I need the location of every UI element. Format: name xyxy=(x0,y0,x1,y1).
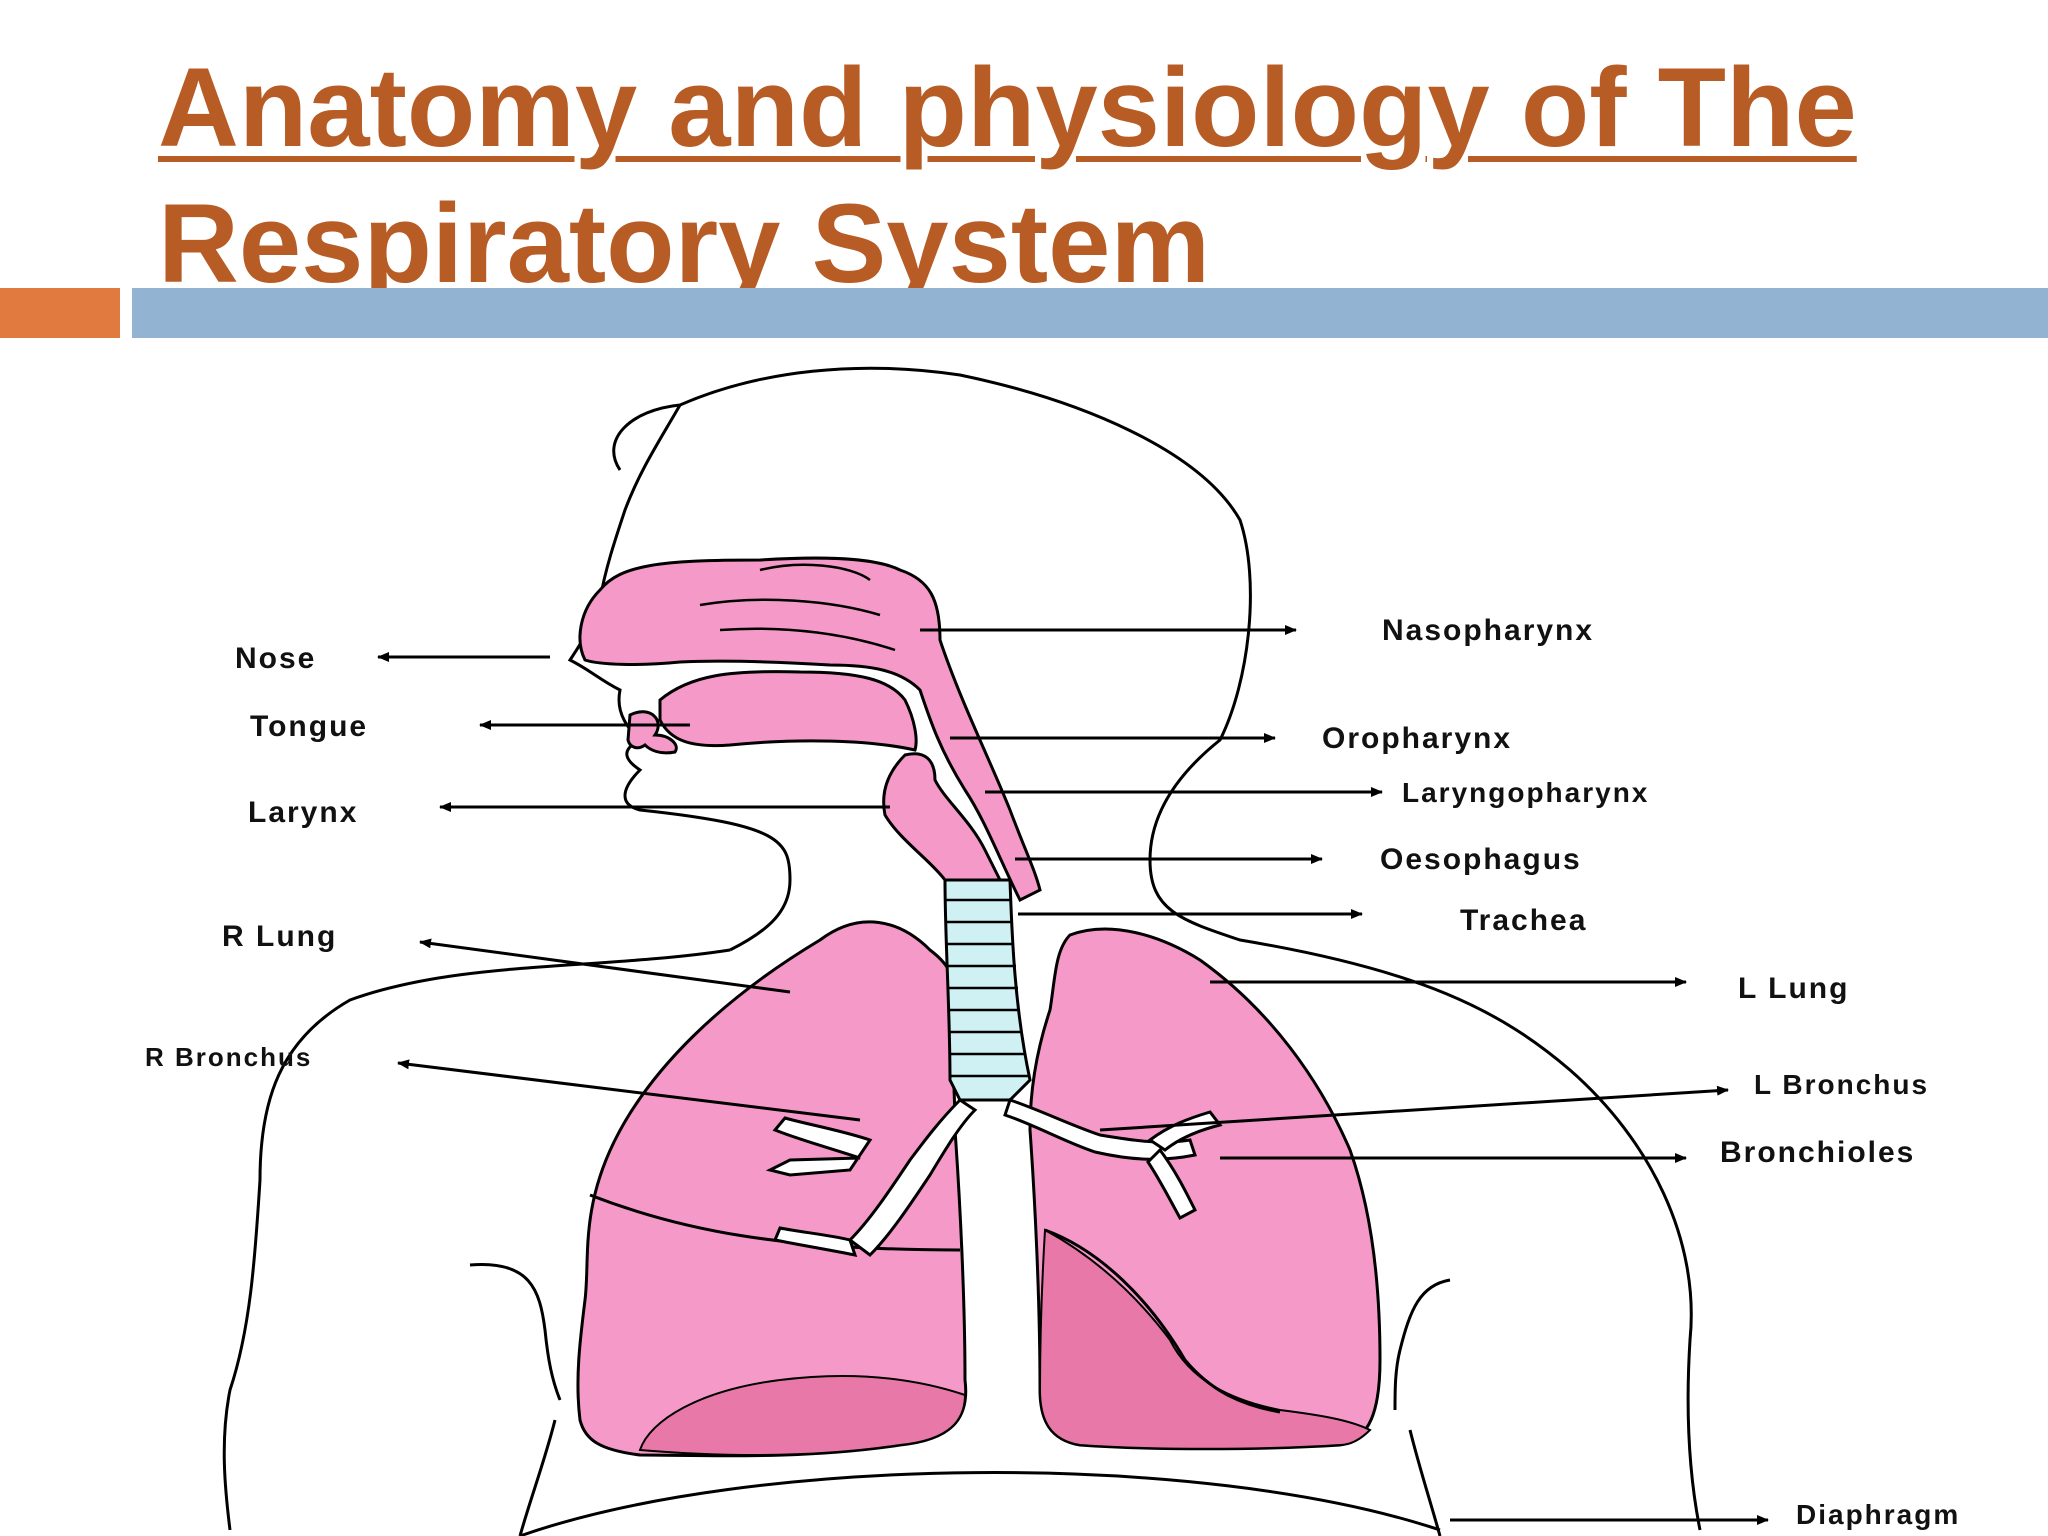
bronchial-tree xyxy=(765,1098,1223,1257)
right-bronchioles xyxy=(765,1116,873,1257)
left-bronchioles xyxy=(1146,1110,1223,1221)
left-lung-lower-shade xyxy=(1038,1228,1372,1450)
label-oesophagus: Oesophagus xyxy=(1380,843,1582,876)
label-nose: Nose xyxy=(235,642,316,675)
label-r-lung: R Lung xyxy=(222,920,337,953)
right-arm-line xyxy=(469,1262,562,1401)
labels-right: Nasopharynx Oropharynx Laryngopharynx Oe… xyxy=(1322,614,1960,1530)
nasal-cavity xyxy=(578,556,1042,903)
leader-lines xyxy=(377,625,1769,1525)
accent-bar-orange xyxy=(0,288,120,338)
slide-title: Anatomy and physiology of The Respirator… xyxy=(158,45,1857,306)
label-tongue: Tongue xyxy=(250,710,368,743)
label-oropharynx: Oropharynx xyxy=(1322,722,1512,755)
right-shoulder-outline xyxy=(222,948,731,1531)
diaphragm-curve xyxy=(519,1471,1441,1536)
left-arm-line xyxy=(1393,1278,1451,1411)
left-lung-fissure xyxy=(1044,1228,1281,1414)
label-laryngopharynx: Laryngopharynx xyxy=(1402,777,1649,808)
label-diaphragm: Diaphragm xyxy=(1796,1499,1960,1530)
trachea xyxy=(943,878,1032,1102)
label-trachea: Trachea xyxy=(1460,904,1587,937)
head-outline xyxy=(612,366,1702,1531)
accent-bar-blue xyxy=(132,288,2048,338)
right-lung-lower-shade xyxy=(638,1374,967,1456)
arrow-r-lung xyxy=(419,938,791,994)
tracheal-rings xyxy=(945,898,1028,1078)
larynx-shape xyxy=(882,752,1003,882)
right-lung-fissure xyxy=(589,1193,961,1252)
arrow-l-bronchus xyxy=(1099,1085,1729,1132)
label-larynx: Larynx xyxy=(248,796,358,829)
nasal-conchae xyxy=(699,563,896,652)
torso-left-edge xyxy=(1408,1429,1442,1536)
tongue-shape xyxy=(626,710,678,755)
right-bronchus xyxy=(847,1098,978,1257)
label-nasopharynx: Nasopharynx xyxy=(1382,614,1594,647)
label-l-lung: L Lung xyxy=(1738,972,1849,1005)
labels-left: Nose Tongue Larynx R Lung R Bronchus xyxy=(145,642,368,1072)
left-lung xyxy=(1028,927,1382,1451)
right-lung xyxy=(576,920,968,1458)
upper-airway xyxy=(578,556,1042,903)
arrow-r-bronchus xyxy=(397,1059,861,1122)
left-bronchus xyxy=(1003,1098,1197,1161)
oral-cavity-roof xyxy=(658,670,918,752)
trachea-tube xyxy=(943,878,1032,1102)
label-r-bronchus: R Bronchus xyxy=(145,1042,312,1072)
torso-right-edge xyxy=(518,1419,557,1536)
label-l-bronchus: L Bronchus xyxy=(1754,1069,1929,1100)
label-bronchioles: Bronchioles xyxy=(1720,1136,1915,1169)
